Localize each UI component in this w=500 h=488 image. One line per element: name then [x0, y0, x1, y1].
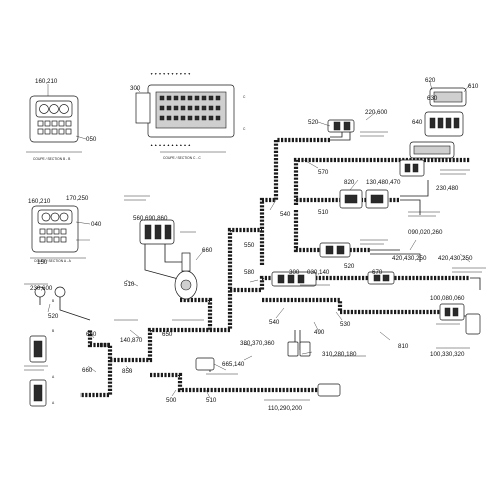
connector-670	[367, 271, 395, 285]
ref-130-480-470: 130,480,470	[366, 179, 401, 186]
ecu-connector-560	[139, 219, 175, 245]
caption-section-aa: COUPE / SECTION A - A	[34, 259, 72, 263]
sensors-490	[287, 341, 311, 357]
connector-520-top	[327, 119, 355, 133]
harness-branch-left	[87, 330, 110, 348]
connector-cc-lever	[135, 92, 151, 124]
ref-640: 640	[412, 119, 423, 126]
harness-branch-520	[293, 210, 370, 253]
ref-670: 670	[372, 269, 383, 276]
harness-trunk-530	[262, 297, 440, 315]
connector-section-bb	[26, 84, 87, 153]
harness-trunk-bottom	[150, 372, 330, 393]
ref-170-250: 170,250	[66, 195, 89, 202]
harness-branch-660	[180, 297, 213, 330]
harness-branch-left-low	[80, 360, 113, 398]
ref-090-020-260: 090,020,260	[408, 229, 443, 236]
diagnostic-connector	[195, 357, 341, 397]
section-mark-b-lower: B	[52, 329, 55, 333]
ref-140-870: 140,870	[120, 337, 143, 344]
ref-650: 650	[162, 331, 173, 338]
harness-trunk-left	[100, 227, 262, 363]
section-mark-c-left: C	[243, 127, 246, 131]
connector-230-480	[399, 159, 425, 177]
caption-section-bb: COUPE / SECTION B - B	[33, 157, 71, 161]
ref-630: 630	[427, 95, 438, 102]
ref-530: 530	[340, 321, 351, 328]
ref-610: 610	[468, 83, 479, 90]
ref-220-600: 220,600	[365, 109, 388, 116]
ref-300-mid: 300	[289, 269, 300, 276]
ref-310-280-180: 310,280,180	[322, 351, 357, 358]
connector-cc-pins	[159, 95, 221, 121]
ref-665-140: 665,140	[222, 361, 245, 368]
connector-520-mid	[319, 242, 351, 258]
main-harness	[80, 137, 470, 398]
ref-540-mid: 540	[269, 319, 280, 326]
ref-030-140: 030,140	[307, 269, 330, 276]
connector-bb-lock-right	[59, 104, 69, 114]
ref-660: 660	[202, 247, 213, 254]
ref-500: 500	[166, 397, 177, 404]
ref-550: 550	[244, 242, 255, 249]
ref-570: 570	[318, 169, 329, 176]
ref-560-690-860: 560,690,860	[133, 215, 168, 222]
ref-820: 820	[344, 179, 355, 186]
battery-connectors-left	[29, 286, 66, 407]
ref-380-370-360: 380,370,360	[240, 340, 275, 347]
ref-660-b: 660	[82, 367, 93, 374]
ref-580: 580	[244, 269, 255, 276]
section-mark-c-right: C	[243, 95, 246, 99]
ref-540: 540	[280, 211, 291, 218]
leaders	[47, 111, 471, 399]
harness-branch-top	[259, 137, 330, 265]
ref-510-mid: 510	[318, 209, 329, 216]
ref-510-left: 510	[124, 281, 135, 288]
ref-520-left: 520	[48, 313, 59, 320]
ref-040: 040	[91, 221, 102, 228]
ref-110-290-200: 110,290,200	[268, 405, 303, 412]
ref-660-left: 660	[86, 331, 97, 338]
connector-cluster-610	[409, 81, 471, 159]
ref-160-210-top: 160,210	[35, 78, 58, 85]
connector-section-cc: ▼ ▼ ▼ ▼ ▼ ▼ ▼ ▼ ▼ ▼ ▲ ▲ ▲ ▲ ▲ ▲ ▲ ▲ ▲ ▲	[135, 72, 235, 153]
section-mark-a-lower: A	[52, 401, 55, 405]
ref-520-mid: 520	[344, 263, 355, 270]
ref-420-430-250-a: 420,430,250	[392, 255, 427, 262]
ref-150: 150	[37, 259, 48, 266]
ref-300: 300	[130, 85, 141, 92]
connector-section-aa	[30, 205, 91, 259]
section-mark-b-upper: B	[52, 299, 55, 303]
ref-620: 620	[425, 77, 436, 84]
relays-820	[339, 189, 389, 209]
connectors-right	[439, 303, 481, 335]
svg-text:▲ ▲ ▲ ▲ ▲ ▲ ▲ ▲ ▲ ▲: ▲ ▲ ▲ ▲ ▲ ▲ ▲ ▲ ▲ ▲	[150, 143, 191, 147]
ref-230-600: 230,600	[30, 285, 53, 292]
svg-text:▼ ▼ ▼ ▼ ▼ ▼ ▼ ▼ ▼ ▼: ▼ ▼ ▼ ▼ ▼ ▼ ▼ ▼ ▼ ▼	[150, 72, 191, 76]
ref-100-330-320: 100,330,320	[430, 351, 465, 358]
fuse-block-300	[271, 271, 317, 287]
ref-160-210-mid: 160,210	[28, 198, 51, 205]
ref-490: 490	[314, 329, 325, 336]
section-mark-a-upper: A	[52, 375, 55, 379]
ref-100-080-060: 100,080,060	[430, 295, 465, 302]
starter-solenoid-660	[174, 252, 198, 300]
annotation-scribbles	[24, 131, 486, 401]
ref-050: 050	[86, 136, 97, 143]
ref-230-480: 230,480	[436, 185, 459, 192]
ref-420-430-250-b: 420,430,250	[438, 255, 473, 262]
ref-810: 810	[398, 343, 409, 350]
connector-bb-lock-left	[39, 104, 49, 114]
ref-510-bottom: 510	[206, 397, 217, 404]
connector-bb-lock-mid	[49, 104, 59, 114]
ref-850: 850	[122, 368, 133, 375]
harness-branch-570	[293, 157, 470, 205]
ref-520-top: 520	[308, 119, 319, 126]
harness-trunk-main	[230, 275, 470, 293]
caption-section-cc: COUPE / SECTION C - C	[163, 156, 201, 160]
connector-bb-pins	[37, 120, 72, 135]
